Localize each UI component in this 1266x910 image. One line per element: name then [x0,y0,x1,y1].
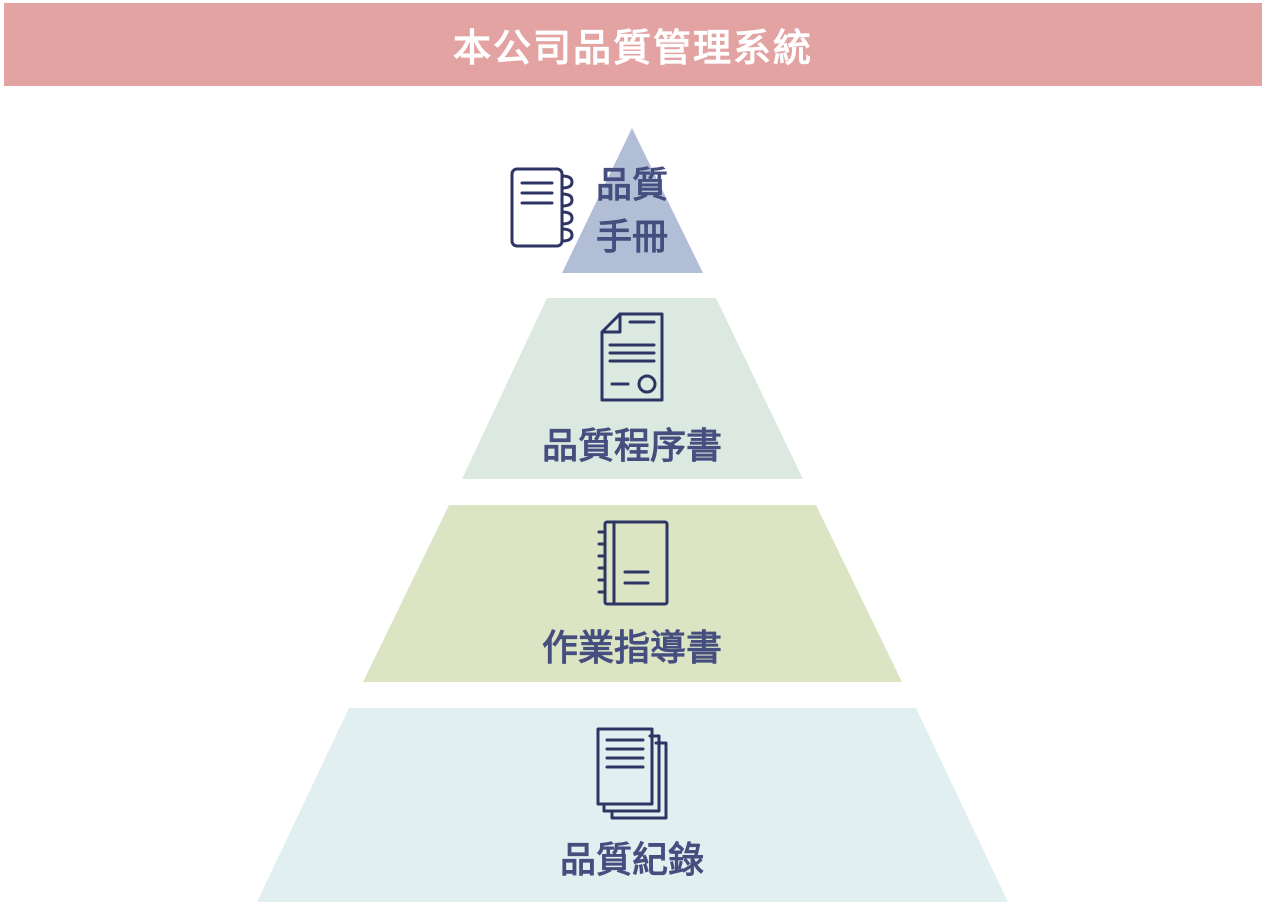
spiral-notebook-icon [510,167,574,248]
level-label: 品質程序書 [542,426,722,467]
document-stack-icon [596,727,668,820]
pyramid-level-shape [562,128,703,273]
pyramid-level-quality-procedures: 品質程序書 [462,298,803,479]
certificate-document-icon [600,312,664,402]
pyramid-level-quality-records: 品質紀錄 [257,708,1008,902]
pyramid-level-shape [363,505,902,682]
level-label: 品質紀錄 [560,840,704,881]
pyramid-level-shape [462,298,803,479]
level-label: 作業指導書 [542,628,722,669]
pyramid-level-work-instructions: 作業指導書 [363,505,902,682]
level-label-line2: 手冊 [596,217,668,258]
pyramid-level-quality-manual: 品質 手冊 [510,128,703,273]
notebook-icon [597,520,669,606]
level-label-line1: 品質 [596,165,668,206]
title-bar: 本公司品質管理系統 [4,3,1262,86]
page-title: 本公司品質管理系統 [452,26,813,70]
